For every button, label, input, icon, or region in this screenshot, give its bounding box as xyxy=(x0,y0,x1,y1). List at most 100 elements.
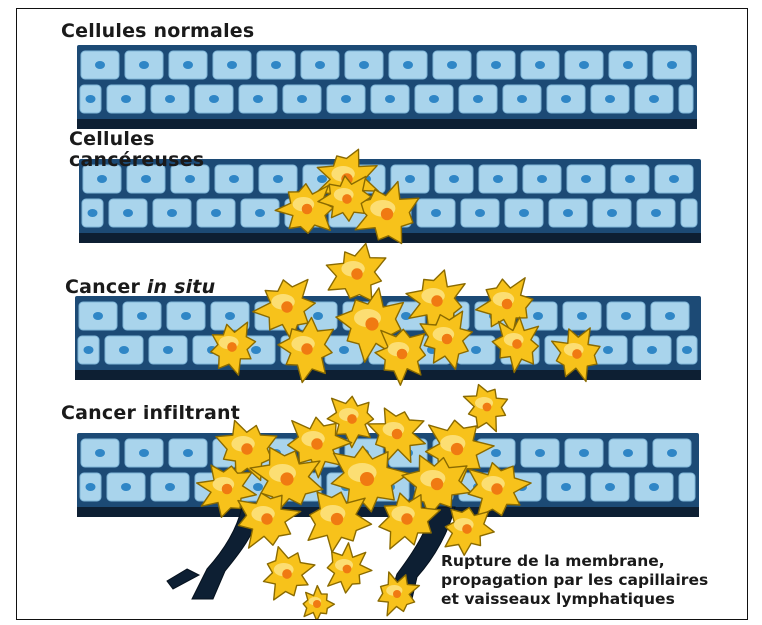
diagram-frame: Cellules normales Cellules cancéreuses C… xyxy=(16,8,748,620)
cell-nucleus xyxy=(517,95,527,103)
cell-nucleus xyxy=(139,449,149,457)
cell-nucleus xyxy=(563,209,573,217)
cancer-cell-nucleus xyxy=(512,339,522,349)
cancer-cell-nucleus xyxy=(392,429,403,440)
label-normal-cells: Cellules normales xyxy=(61,21,254,42)
lymphatic-vessel xyxy=(167,569,199,589)
cancer-cell-nucleus xyxy=(360,472,374,486)
cell-nucleus xyxy=(581,175,591,183)
cell-nucleus xyxy=(605,483,615,491)
cancer-cell-nucleus xyxy=(381,208,393,220)
cell-nucleus xyxy=(649,95,659,103)
cell-nucleus xyxy=(119,346,129,354)
cell-nucleus xyxy=(121,483,131,491)
cancer-cell-nucleus xyxy=(280,472,293,485)
cell-nucleus xyxy=(95,61,105,69)
note-line: et vaisseaux lymphatiques xyxy=(441,590,708,609)
cancer-cell-nucleus xyxy=(281,301,292,312)
cell-nucleus xyxy=(86,95,96,103)
cancer-cell-nucleus xyxy=(342,194,352,204)
cell-nucleus xyxy=(651,209,661,217)
cell-nucleus xyxy=(491,61,501,69)
cancer-cell-nucleus xyxy=(311,438,322,449)
cell-nucleus xyxy=(405,175,415,183)
cell-nucleus xyxy=(491,449,501,457)
label-text: Cancer infiltrant xyxy=(61,402,240,424)
label-cancer-in-situ: Cancer in situ xyxy=(65,277,215,298)
cancer-cell-nucleus xyxy=(397,349,408,360)
cell-nucleus xyxy=(429,95,439,103)
cancer-cell-nucleus xyxy=(261,513,272,524)
cell-nucleus xyxy=(623,61,633,69)
cancer-cell-nucleus xyxy=(431,295,442,306)
normal-cell xyxy=(681,199,697,227)
cell-nucleus xyxy=(535,449,545,457)
cell-nucleus xyxy=(225,312,235,320)
cell-nucleus xyxy=(97,175,107,183)
cell-nucleus xyxy=(537,175,547,183)
cell-nucleus xyxy=(137,312,147,320)
cell-nucleus xyxy=(183,61,193,69)
cancer-cell-nucleus xyxy=(302,204,313,215)
cancer-cell-nucleus xyxy=(502,299,513,310)
cell-nucleus xyxy=(141,175,151,183)
cell-nucleus xyxy=(621,312,631,320)
cell-nucleus xyxy=(625,175,635,183)
note-line: propagation par les capillaires xyxy=(441,571,708,590)
cancer-progression-illustration xyxy=(17,9,747,619)
cell-nucleus xyxy=(535,61,545,69)
cell-nucleus xyxy=(359,61,369,69)
cell-nucleus xyxy=(385,95,395,103)
cancer-cell-nucleus xyxy=(351,268,362,279)
cancer-cell-nucleus xyxy=(491,483,502,494)
cancer-cell-nucleus xyxy=(227,342,237,352)
cell-nucleus xyxy=(403,61,413,69)
cancer-cell-nucleus xyxy=(365,317,378,330)
cell-nucleus xyxy=(93,312,103,320)
cell-nucleus xyxy=(183,449,193,457)
cancer-cell-nucleus xyxy=(301,343,312,354)
label-text: Cellules normales xyxy=(61,20,254,42)
normal-cell xyxy=(679,473,695,501)
cell-nucleus xyxy=(209,95,219,103)
cell-nucleus xyxy=(471,346,481,354)
cancer-cell xyxy=(264,547,315,600)
cell-nucleus xyxy=(227,61,237,69)
cell-nucleus xyxy=(339,346,349,354)
cell-nucleus xyxy=(449,175,459,183)
cell-nucleus xyxy=(649,483,659,491)
cell-nucleus xyxy=(167,209,177,217)
cancer-cell-nucleus xyxy=(331,513,343,525)
cell-nucleus xyxy=(475,209,485,217)
cancer-cell-nucleus xyxy=(483,403,492,412)
cell-nucleus xyxy=(667,61,677,69)
cell-nucleus xyxy=(84,346,94,354)
cell-nucleus xyxy=(251,346,261,354)
cancer-cell-nucleus xyxy=(572,349,582,359)
cancer-cell-nucleus xyxy=(347,414,357,424)
cell-nucleus xyxy=(605,95,615,103)
label-text: Cancer xyxy=(65,276,147,298)
cancer-cell-nucleus xyxy=(343,565,352,574)
cancer-cell-nucleus xyxy=(282,569,292,579)
cell-nucleus xyxy=(123,209,133,217)
cell-nucleus xyxy=(165,483,175,491)
cell-nucleus xyxy=(163,346,173,354)
cell-nucleus xyxy=(579,61,589,69)
cell-nucleus xyxy=(255,209,265,217)
cell-nucleus xyxy=(273,175,283,183)
cell-nucleus xyxy=(682,346,692,354)
label-emphasis: in situ xyxy=(147,276,216,298)
cell-nucleus xyxy=(473,95,483,103)
cell-nucleus xyxy=(95,449,105,457)
cell-nucleus xyxy=(577,312,587,320)
cell-nucleus xyxy=(185,175,195,183)
cell-nucleus xyxy=(519,209,529,217)
cell-nucleus xyxy=(647,346,657,354)
cell-nucleus xyxy=(341,95,351,103)
basement-membrane xyxy=(75,370,701,380)
cancer-cell-nucleus xyxy=(241,443,252,454)
cancer-cell-nucleus xyxy=(393,590,401,598)
cell-nucleus xyxy=(607,209,617,217)
cell-nucleus xyxy=(447,61,457,69)
